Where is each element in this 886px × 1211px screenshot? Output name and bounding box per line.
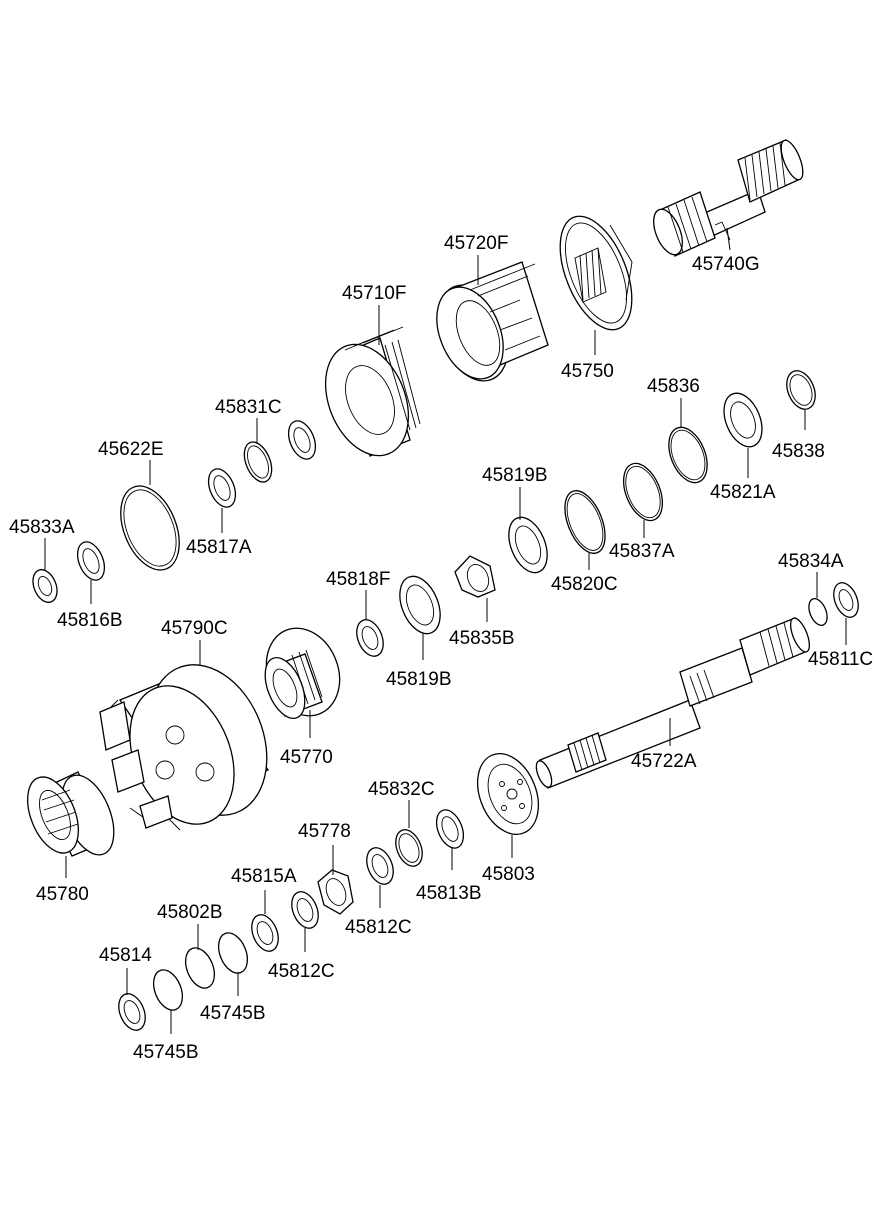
part-45745B-ring-a — [217, 932, 249, 974]
part-45819B-bearing-upper — [508, 516, 548, 574]
part-45770-hub — [264, 627, 341, 719]
part-45811C-bearing — [833, 582, 859, 618]
part-45837A-ring — [622, 462, 664, 522]
part-45819B-bearing-mid — [399, 575, 441, 635]
part-bearing-near-45831C — [287, 420, 317, 460]
label-45837A: 45837A — [609, 541, 675, 562]
label-45750: 45750 — [561, 361, 614, 382]
part-45803-gear — [476, 753, 540, 835]
part-45815A-bearing — [251, 914, 279, 952]
label-45814: 45814 — [99, 945, 152, 966]
label-45812C-b: 45812C — [268, 961, 335, 982]
part-45778-retainer — [317, 869, 354, 915]
part-45821A-bearing — [723, 392, 763, 448]
label-45816B: 45816B — [57, 610, 123, 631]
part-45835B-retainer — [454, 555, 496, 598]
label-45780: 45780 — [36, 884, 89, 905]
part-45812C-bearing-b — [291, 891, 319, 929]
label-45770: 45770 — [280, 747, 333, 768]
label-45838: 45838 — [772, 441, 825, 462]
label-45819B-mid: 45819B — [386, 669, 452, 690]
label-45836: 45836 — [647, 376, 700, 397]
label-45834A: 45834A — [778, 551, 844, 572]
part-45820C-ring — [564, 490, 606, 554]
part-45832C-ring — [395, 829, 423, 867]
part-45802B-ring — [184, 947, 216, 989]
part-45720F-carrier — [436, 261, 549, 382]
label-45745B-a: 45745B — [200, 1003, 266, 1024]
label-45812C-a: 45812C — [345, 917, 412, 938]
label-45818F: 45818F — [326, 569, 390, 590]
label-45722A: 45722A — [631, 751, 697, 772]
part-45831C-ring — [243, 441, 273, 483]
label-45815A: 45815A — [231, 866, 297, 887]
label-45821A: 45821A — [710, 482, 776, 503]
part-45834A-ring — [808, 598, 828, 626]
label-45819B-top: 45819B — [482, 465, 548, 486]
label-45778: 45778 — [298, 821, 351, 842]
part-45833A-washer — [32, 569, 58, 603]
label-45622E: 45622E — [98, 439, 164, 460]
label-45745B-b: 45745B — [133, 1042, 199, 1063]
label-45835B: 45835B — [449, 628, 515, 649]
part-45622E-snap-ring — [120, 485, 180, 571]
label-45831C: 45831C — [215, 397, 282, 418]
part-45818F-bearing — [356, 619, 384, 657]
part-45722A-shaft — [535, 617, 811, 789]
part-45817A-bearing — [207, 468, 237, 508]
label-45790C: 45790C — [161, 618, 228, 639]
part-45790C-drum — [99, 664, 269, 831]
part-45750-gear — [559, 215, 633, 331]
part-45812C-bearing-a — [366, 847, 394, 885]
label-45803: 45803 — [482, 864, 535, 885]
leader-lines — [44, 227, 847, 1034]
label-45811C: 45811C — [808, 649, 873, 670]
label-45720F: 45720F — [444, 233, 508, 254]
part-45838-ring — [786, 370, 816, 410]
part-45814-bearing — [118, 993, 146, 1031]
label-45817A: 45817A — [186, 537, 252, 558]
label-45740G: 45740G — [692, 254, 760, 275]
part-45740G-shaft — [653, 139, 804, 257]
label-45833A: 45833A — [9, 517, 75, 538]
part-45745B-ring-b — [152, 969, 184, 1011]
part-45813B-bearing — [435, 809, 465, 849]
part-45710F-drum — [324, 326, 421, 457]
part-45780-clutch — [27, 771, 115, 857]
label-45710F: 45710F — [342, 283, 406, 304]
part-45836-ring — [668, 426, 708, 484]
part-45816B-bearing — [76, 541, 106, 581]
label-45820C: 45820C — [551, 574, 618, 595]
label-45813B: 45813B — [416, 883, 482, 904]
label-45802B: 45802B — [157, 902, 223, 923]
label-45832C: 45832C — [368, 779, 435, 800]
